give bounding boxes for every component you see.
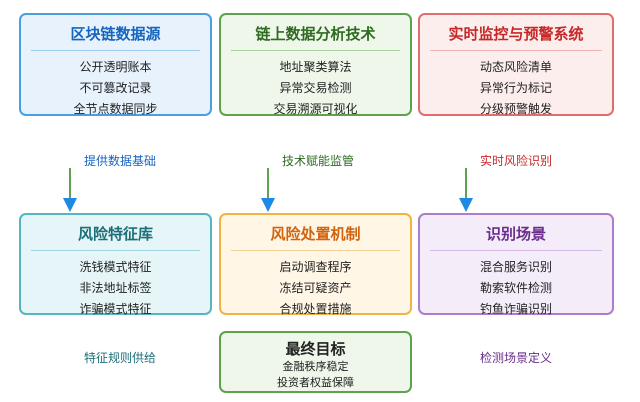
box-title: 风险处置机制	[270, 225, 361, 243]
box-item: 启动调查程序	[279, 260, 352, 274]
box-item: 勒索软件检测	[479, 281, 552, 295]
final-goal-box: 最终目标 金融秩序稳定 投资者权益保障	[219, 331, 412, 393]
down-arrow-icon	[60, 168, 80, 212]
box-title: 链上数据分析技术	[255, 25, 376, 43]
box-item: 地址聚类算法	[279, 60, 352, 74]
down-arrow-icon	[258, 168, 278, 212]
box-item: 诈骗模式特征	[79, 302, 152, 316]
box-item: 投资者权益保障	[277, 376, 354, 389]
box-item: 公开透明账本	[79, 60, 152, 74]
box-item: 合规处置措施	[279, 302, 352, 316]
box-item: 金融秩序稳定	[282, 360, 349, 373]
box-item: 洗钱模式特征	[79, 260, 152, 274]
box-item: 全节点数据同步	[73, 102, 158, 116]
divider	[430, 50, 602, 51]
divider	[31, 50, 200, 51]
box-item: 交易溯源可视化	[273, 102, 358, 116]
connector-label-realtime-risk: 实时风险识别	[479, 154, 552, 168]
bottom-label-feature-rules: 特征规则供给	[83, 351, 156, 365]
blockchain-data-source-box: 区块链数据源 公开透明账本 不可篡改记录 全节点数据同步	[19, 13, 212, 116]
realtime-monitoring-box: 实时监控与预警系统 动态风险清单 异常行为标记 分级预警触发	[418, 13, 614, 116]
box-title: 区块链数据源	[70, 25, 161, 43]
onchain-analysis-box: 链上数据分析技术 地址聚类算法 异常交易检测 交易溯源可视化	[219, 13, 412, 116]
risk-feature-library-box: 风险特征库 洗钱模式特征 非法地址标签 诈骗模式特征	[19, 213, 212, 316]
connector-label-tech-empower: 技术赋能监管	[281, 154, 354, 168]
box-item: 非法地址标签	[79, 281, 152, 295]
bottom-label-scenario-definition: 检测场景定义	[479, 351, 552, 365]
identification-scenarios-box: 识别场景 混合服务识别 勒索软件检测 钓鱼诈骗识别	[418, 213, 614, 316]
box-item: 动态风险清单	[479, 60, 552, 74]
divider	[430, 250, 602, 251]
box-title: 识别场景	[485, 225, 546, 243]
risk-handling-box: 风险处置机制 启动调查程序 冻结可疑资产 合规处置措施	[219, 213, 412, 316]
divider	[231, 50, 400, 51]
connector-label-data-basis: 提供数据基础	[83, 154, 156, 168]
box-title: 实时监控与预警系统	[448, 25, 584, 43]
box-item: 异常行为标记	[479, 81, 552, 95]
box-item: 钓鱼诈骗识别	[479, 302, 552, 316]
box-item: 混合服务识别	[479, 260, 552, 274]
box-title: 风险特征库	[77, 225, 153, 243]
divider	[231, 250, 400, 251]
divider	[31, 250, 200, 251]
box-item: 冻结可疑资产	[279, 281, 352, 295]
box-item: 不可篡改记录	[79, 81, 152, 95]
box-title: 最终目标	[285, 340, 346, 358]
box-item: 分级预警触发	[479, 102, 552, 116]
down-arrow-icon	[456, 168, 476, 212]
box-item: 异常交易检测	[279, 81, 352, 95]
